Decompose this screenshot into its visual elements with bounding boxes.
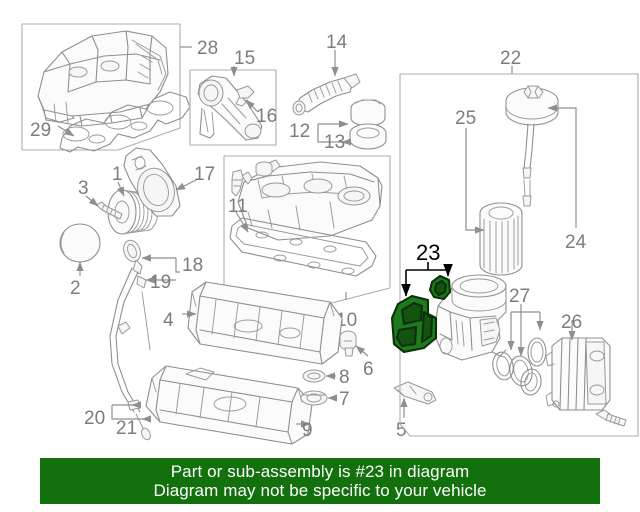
callout-23: 23 xyxy=(416,240,440,265)
callout-11: 11 xyxy=(228,196,248,217)
part-group-22-oil-filter-housing: 22 24 xyxy=(390,48,639,437)
part-14-breather-hose: 14 xyxy=(292,32,361,116)
callout-4: 4 xyxy=(163,310,174,331)
part-valve-cover-plug xyxy=(255,161,273,177)
part-group-15-timing-cover: 15 16 xyxy=(189,48,277,146)
callout-3: 3 xyxy=(78,178,89,199)
part-group-10-valve-cover: 11 10 xyxy=(223,155,391,331)
part-8-seal-ring-small: 8 xyxy=(302,367,350,388)
callout-15: 15 xyxy=(234,48,255,69)
part-7-seal-ring-large: 7 xyxy=(300,389,350,410)
callout-8: 8 xyxy=(339,367,350,388)
callout-1: 1 xyxy=(112,164,123,185)
callout-21: 21 xyxy=(116,418,137,439)
callout-5: 5 xyxy=(396,420,407,441)
callout-27: 27 xyxy=(509,286,530,307)
part-23-highlighted-gasket-set[interactable]: 23 xyxy=(390,240,453,354)
part-group-12-oil-filler-cap: 12 13 xyxy=(289,99,387,153)
callout-28: 28 xyxy=(197,38,218,59)
callout-22: 22 xyxy=(500,48,521,69)
part-17-timing-housing: 17 xyxy=(123,147,215,217)
part-29-intake-manifold-gasket xyxy=(59,91,191,153)
banner-line-2: Diagram may not be specific to your vehi… xyxy=(153,481,487,500)
part-26-oil-cooler: 26 xyxy=(545,312,611,411)
callout-29: 29 xyxy=(30,120,51,141)
part-17b-spark-plug-boot xyxy=(231,169,244,197)
part-group-18-dipstick: 18 19 xyxy=(123,239,203,351)
callout-9: 9 xyxy=(302,420,313,441)
part-16-timing-cover-bracket xyxy=(235,85,255,107)
part-24-oil-filter-cap: 24 xyxy=(505,85,587,253)
exploded-parts-diagram: .ln{fill:none;stroke:#8f8f8f;stroke-widt… xyxy=(21,23,639,445)
part-11-valve-cover-gasket xyxy=(229,217,377,277)
callout-2: 2 xyxy=(70,278,81,299)
callout-20: 20 xyxy=(84,408,105,429)
part-group-28-intake-manifold: 28 29 xyxy=(21,23,218,153)
callout-18: 18 xyxy=(182,255,203,276)
part-4-upper-oil-pan: 4 xyxy=(163,281,343,365)
callout-26: 26 xyxy=(561,312,582,333)
part-2-sealing-cap: 2 xyxy=(59,223,101,299)
callout-13: 13 xyxy=(324,132,345,153)
callout-19: 19 xyxy=(150,272,171,293)
part-oil-cooler-bolt xyxy=(595,409,627,427)
callout-7: 7 xyxy=(339,389,350,410)
banner-line-1: Part or sub-assembly is #23 in diagram xyxy=(170,461,470,481)
part-28-intake-manifold xyxy=(37,30,169,127)
part-6-oil-drain-plug: 6 xyxy=(339,330,374,380)
callout-25: 25 xyxy=(455,108,476,129)
part-10-valve-cover xyxy=(237,159,383,241)
callout-24: 24 xyxy=(565,232,587,253)
part-5-oil-pan-baffle: 5 xyxy=(393,381,437,441)
part-15-timing-belt-cover xyxy=(197,75,263,141)
info-banner: Part or sub-assembly is #23 in diagram D… xyxy=(40,458,600,504)
part-3-bolt: 3 xyxy=(78,178,123,220)
part-25-oil-filter-element: 25 xyxy=(455,108,523,276)
part-27-o-ring-set: 27 xyxy=(492,286,547,396)
callout-14: 14 xyxy=(326,32,348,53)
callout-16: 16 xyxy=(256,106,277,127)
part-9-lower-oil-pan: 9 xyxy=(145,365,313,445)
callout-6: 6 xyxy=(363,359,374,380)
callout-17: 17 xyxy=(194,164,215,185)
part-oil-filter-housing-body xyxy=(433,274,507,361)
callout-12: 12 xyxy=(289,121,310,142)
part-group-20-dipstick-tube: 20 21 xyxy=(84,267,151,441)
